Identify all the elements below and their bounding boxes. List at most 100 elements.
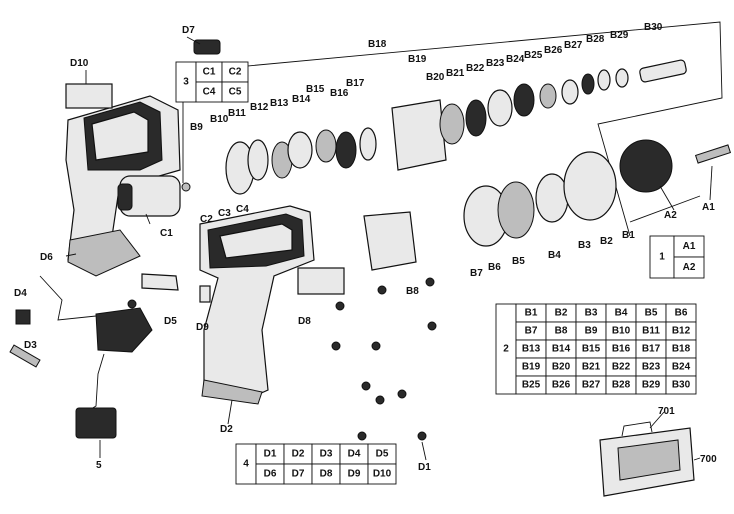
table-group-label: 2 (503, 344, 509, 355)
callout-b5: B5 (512, 256, 525, 267)
clutch-parts (363, 139, 732, 271)
table-cell: B29 (642, 380, 661, 391)
callout-b25: B25 (524, 50, 543, 61)
table-cell: B4 (615, 308, 628, 319)
callout-c1: C1 (160, 228, 173, 239)
callout-b21: B21 (446, 68, 465, 79)
leader-lines (65, 36, 713, 461)
callout-d9: D9 (196, 322, 209, 333)
table-cell: D10 (373, 469, 392, 480)
callout-a2: A2 (664, 210, 677, 221)
callout-5: 5 (96, 460, 102, 471)
table-cell: B18 (672, 344, 691, 355)
callout-b3: B3 (578, 240, 591, 251)
switch-assembly-part (39, 275, 153, 439)
table-cell: B21 (582, 362, 601, 373)
callout-d1: D1 (418, 462, 431, 473)
d9-part (199, 285, 211, 303)
d3-part (9, 344, 41, 368)
callout-b13: B13 (270, 98, 289, 109)
table-cell: D7 (292, 469, 305, 480)
callout-b29: B29 (610, 30, 629, 41)
callout-b23: B23 (486, 58, 505, 69)
d4-part (15, 309, 31, 325)
table-cell: B24 (672, 362, 691, 373)
table-cell: B14 (552, 344, 571, 355)
table-cell: A1 (683, 241, 696, 252)
callout-b20: B20 (426, 72, 445, 83)
table-cell: B27 (582, 380, 601, 391)
table-cell: D2 (292, 449, 305, 460)
table-cell: D9 (348, 469, 361, 480)
table-cell: B28 (612, 380, 631, 391)
callout-d4: D4 (14, 288, 27, 299)
table-cell: B23 (642, 362, 661, 373)
carrying-case-part (599, 421, 695, 497)
table-cell: B16 (612, 344, 631, 355)
callout-b12: B12 (250, 102, 269, 113)
callout-b9: B9 (190, 122, 203, 133)
table-cell: B13 (522, 344, 541, 355)
callout-b19: B19 (408, 54, 427, 65)
table-cell: B25 (522, 380, 541, 391)
callout-b2: B2 (600, 236, 613, 247)
table-cell: B30 (672, 380, 691, 391)
callout-d2: D2 (220, 424, 233, 435)
table-group-label: 3 (183, 77, 189, 88)
right-housing-part (199, 205, 315, 405)
table-cell: B10 (612, 326, 631, 337)
table-cell: D6 (264, 469, 277, 480)
callout-b8: B8 (406, 286, 419, 297)
callout-b15: B15 (306, 84, 325, 95)
table-cell: D8 (320, 469, 333, 480)
callout-d7: D7 (182, 25, 195, 36)
callout-d6: D6 (40, 252, 53, 263)
table-cell: D1 (264, 449, 277, 460)
callout-c4: C4 (236, 204, 249, 215)
table-cell: B9 (585, 326, 598, 337)
callout-b10: B10 (210, 114, 229, 125)
callout-b27: B27 (564, 40, 583, 51)
callout-b24: B24 (506, 54, 525, 65)
callout-b4: B4 (548, 250, 561, 261)
table-cell: B7 (525, 326, 538, 337)
d7-cap-part (193, 39, 221, 55)
table-group-3: 3 C1 C2 C4 C5 (175, 61, 249, 103)
callout-b28: B28 (586, 34, 605, 45)
d8-label-part (297, 267, 345, 295)
table-group-label: 4 (243, 459, 249, 470)
table-cell: B20 (552, 362, 571, 373)
callout-b18: B18 (368, 39, 387, 50)
callout-b11: B11 (228, 108, 246, 119)
table-cell: B1 (525, 308, 538, 319)
table-cell: D3 (320, 449, 333, 460)
table-cell: C4 (203, 87, 216, 98)
table-group-1: 1 A1 A2 (649, 235, 705, 279)
callout-b7: B7 (470, 268, 483, 279)
table-cell: B8 (555, 326, 568, 337)
callout-b17: B17 (346, 78, 365, 89)
table-cell: A2 (683, 262, 696, 273)
callout-a1: A1 (702, 202, 715, 213)
table-cell: B5 (645, 308, 658, 319)
table-cell: B26 (552, 380, 571, 391)
callout-b6: B6 (488, 262, 501, 273)
table-cell: C5 (229, 87, 242, 98)
screws-parts (127, 277, 437, 441)
table-cell: B3 (585, 308, 598, 319)
callout-b26: B26 (544, 45, 563, 56)
table-cell: D4 (348, 449, 361, 460)
table-cell: B6 (675, 308, 688, 319)
callout-c2: C2 (200, 214, 213, 225)
callout-d10: D10 (70, 58, 89, 69)
motor-part (117, 175, 191, 217)
callout-d5: D5 (164, 316, 177, 327)
callout-labels: D7 D10 B18 B19 B20 B21 B22 B23 B24 B25 B… (14, 22, 717, 473)
callout-b16: B16 (330, 88, 349, 99)
callout-b22: B22 (466, 63, 485, 74)
callout-d8: D8 (298, 316, 311, 327)
table-group-label: 1 (659, 252, 665, 263)
